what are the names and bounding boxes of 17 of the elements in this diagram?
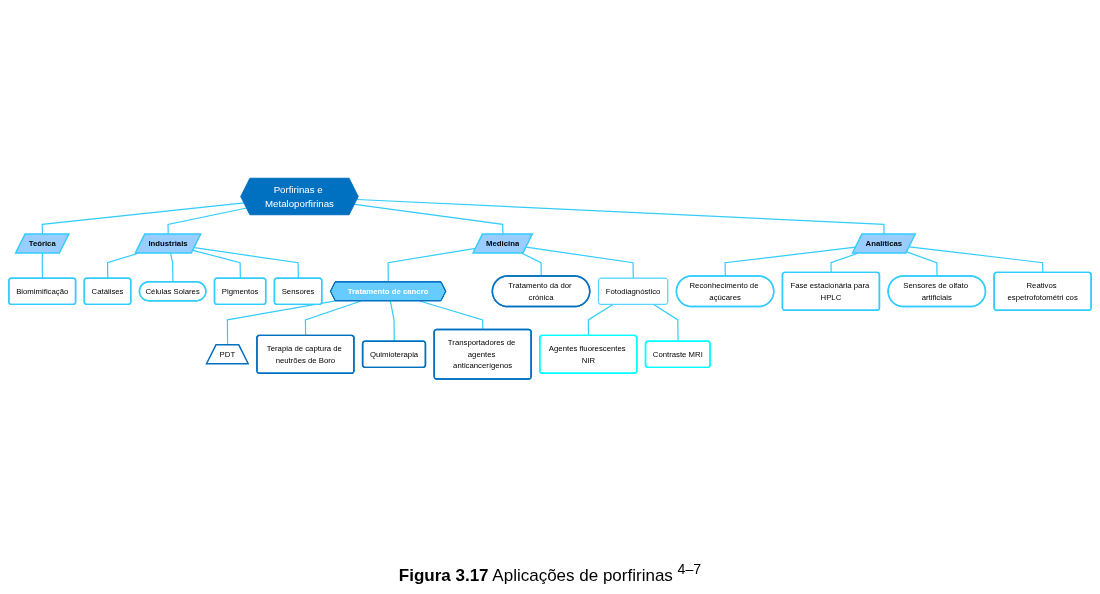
connector: [354, 203, 504, 235]
connector: [724, 246, 857, 277]
connector: [418, 300, 484, 331]
connector: [41, 202, 245, 235]
connector: [167, 207, 248, 235]
connector: [906, 251, 938, 277]
connector: [356, 198, 885, 235]
connector: [587, 304, 614, 337]
connector: [525, 246, 634, 280]
connector: [192, 249, 241, 280]
connector: [41, 252, 44, 280]
connector: [908, 246, 1044, 274]
figure-caption: Figura 3.17 Aplicações de porfirinas $^{4–7}$: [398, 561, 702, 586]
connector: [389, 300, 395, 343]
connector: [304, 300, 362, 337]
connector: [193, 247, 299, 280]
connector: [169, 252, 174, 283]
